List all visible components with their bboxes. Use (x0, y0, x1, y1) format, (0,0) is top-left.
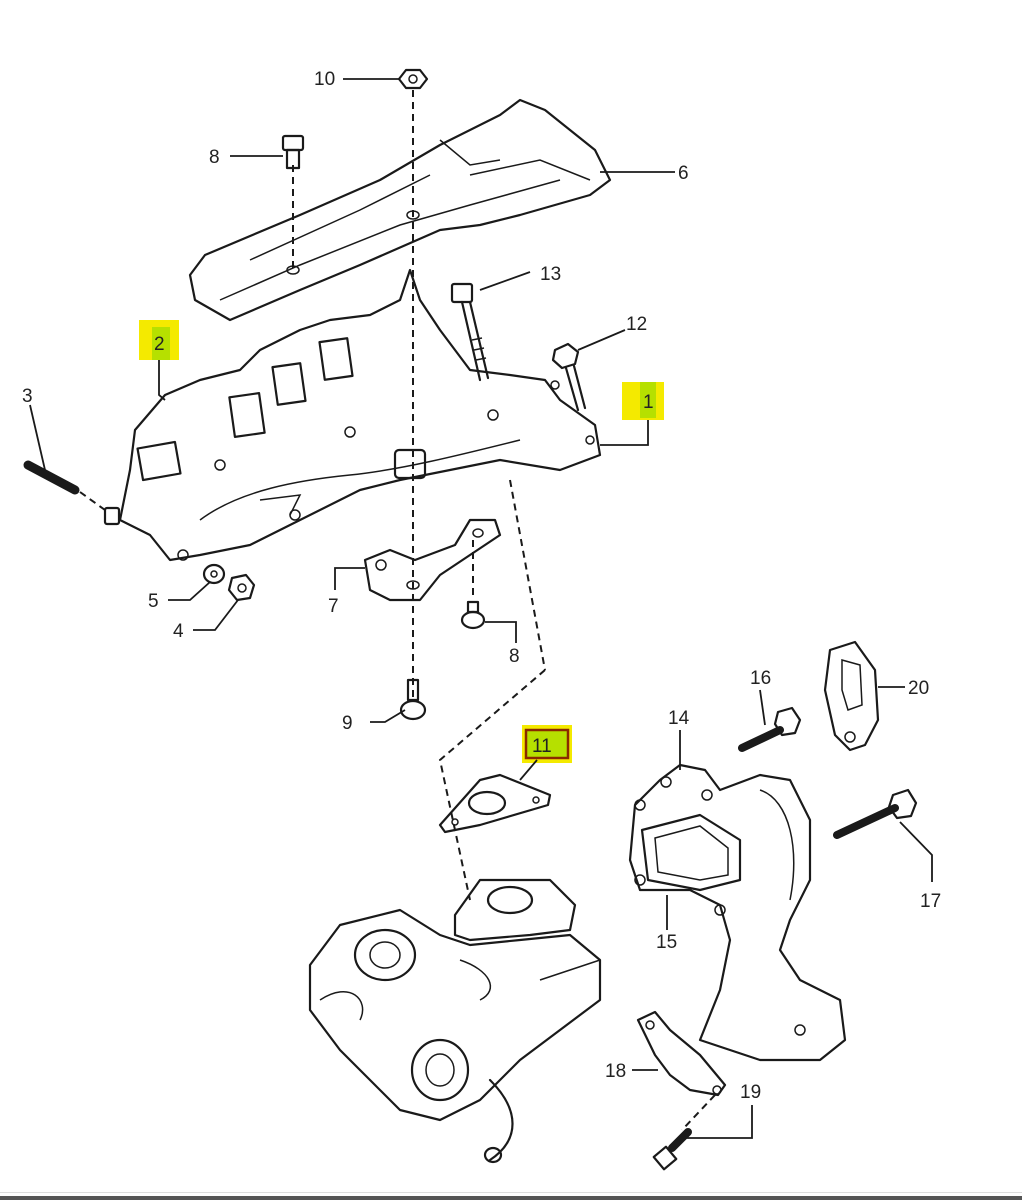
highlight-part-11[interactable] (522, 725, 572, 763)
callout-5[interactable]: 5 (148, 591, 159, 612)
callout-1[interactable]: 1 (643, 392, 654, 413)
bolt-16 (738, 706, 802, 752)
highlight-part-2[interactable] (139, 320, 179, 360)
callout-12[interactable]: 12 (626, 314, 647, 335)
bolt-13 (450, 282, 490, 382)
nut-10 (397, 68, 429, 90)
callout-3[interactable]: 3 (22, 386, 33, 407)
callout-16[interactable]: 16 (750, 668, 771, 689)
heat-shield-6 (188, 98, 612, 322)
nut-4 (227, 573, 256, 602)
bolt-12 (551, 342, 587, 412)
stud-3 (23, 460, 121, 526)
callout-11[interactable]: 11 (532, 736, 552, 757)
leader-lines (29, 78, 933, 1139)
bolt-8-top (281, 134, 305, 170)
support-bracket-18 (636, 1010, 727, 1097)
callout-15[interactable]: 15 (656, 932, 677, 953)
turbo-gasket-11 (438, 773, 552, 834)
flange-gasket-20 (823, 640, 880, 752)
window-bottom-border (0, 1196, 1022, 1200)
assembly-axis-turbo (509, 479, 546, 671)
callout-8-top[interactable]: 8 (209, 147, 220, 168)
callout-10[interactable]: 10 (314, 69, 335, 90)
callout-7[interactable]: 7 (328, 596, 339, 617)
divider-line (0, 1192, 1022, 1193)
callout-8-lower[interactable]: 8 (509, 646, 520, 667)
callout-19[interactable]: 19 (740, 1082, 761, 1103)
turbocharger (308, 878, 602, 1164)
callout-20[interactable]: 20 (908, 678, 929, 699)
assembly-axis-turbo-2 (438, 669, 546, 901)
callout-9[interactable]: 9 (342, 713, 353, 734)
bolt-8-lower (460, 540, 486, 630)
bolt-17 (833, 788, 918, 839)
callout-17[interactable]: 17 (920, 891, 941, 912)
callout-2[interactable]: 2 (154, 334, 165, 355)
bolt-9 (399, 678, 427, 721)
bracket-7 (363, 518, 502, 602)
washer-5 (202, 563, 226, 585)
highlight-part-1[interactable] (622, 382, 664, 420)
exhaust-manifold-1 (118, 268, 602, 562)
callout-6[interactable]: 6 (678, 163, 689, 184)
outlet-elbow-14 (628, 763, 847, 1062)
callout-13[interactable]: 13 (540, 264, 561, 285)
callout-18[interactable]: 18 (605, 1061, 626, 1082)
callout-4[interactable]: 4 (173, 621, 184, 642)
callout-14[interactable]: 14 (668, 708, 690, 729)
bolt-19 (652, 1094, 716, 1171)
